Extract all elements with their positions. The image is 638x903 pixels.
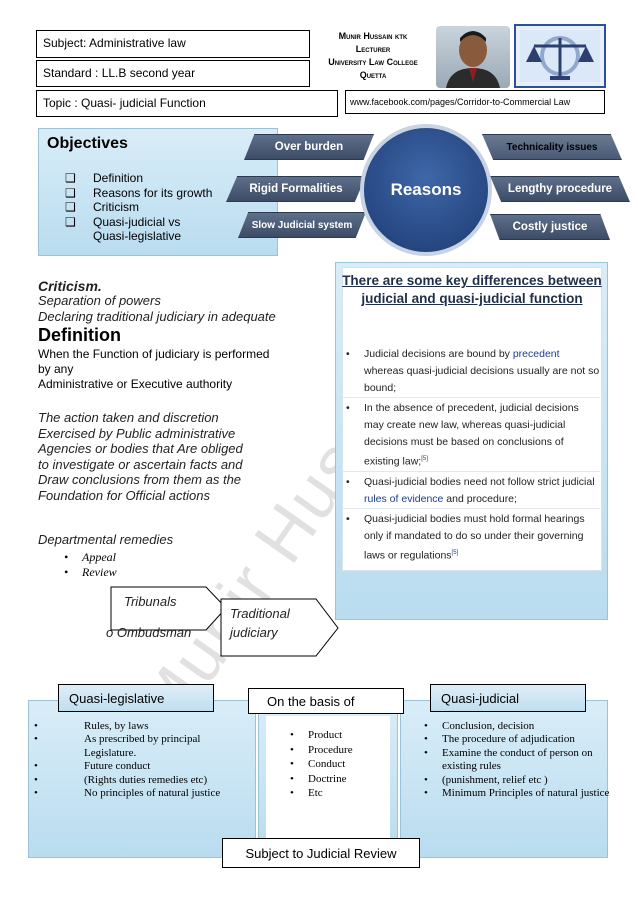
reason-technicality: Technicality issues: [482, 134, 622, 160]
criticism-line: Declaring traditional judiciary in adequ…: [38, 309, 276, 324]
action-line: to investigate or ascertain facts and: [38, 456, 243, 472]
remedy-item: Appeal: [60, 550, 117, 565]
author-photo: [436, 26, 510, 88]
tribunals-label: Tribunals: [124, 594, 177, 609]
person-icon: [446, 31, 500, 88]
basis-item: Procedure: [286, 743, 353, 758]
subject-label: Subject: Administrative law: [43, 36, 186, 50]
objective-item: Definition: [59, 171, 259, 186]
traditional-label: Traditional judiciary: [230, 604, 290, 642]
basis-list: Product Procedure Conduct Doctrine Etc: [286, 728, 353, 801]
reason-lengthy-procedure: Lengthy procedure: [490, 176, 630, 202]
legislative-note: (Rights duties remedies etc): [30, 774, 252, 788]
difference-item: Judicial decisions are bound by preceden…: [342, 346, 600, 398]
quasi-legislative-label: Quasi-legislative: [58, 684, 214, 712]
action-line: Foundation for Official actions: [38, 487, 210, 503]
basis-item: Conduct: [286, 757, 353, 772]
precedent-link[interactable]: precedent: [512, 348, 560, 360]
reasons-circle: Reasons: [360, 124, 492, 256]
action-line: Agencies or bodies that Are obliged: [38, 441, 243, 457]
ombudsman-label: o Ombudsman: [106, 625, 192, 640]
quasi-judicial-label: Quasi-judicial: [430, 684, 586, 712]
reason-slow-judicial: Slow Judicial system: [238, 212, 366, 238]
objectives-title: Objectives: [47, 135, 128, 152]
author-block: Munir Hussain ktk Lecturer University La…: [312, 30, 434, 82]
rules-of-evidence-link[interactable]: rules of evidence: [364, 492, 444, 505]
differences-list: Judicial decisions are bound by preceden…: [342, 346, 600, 564]
reason-rigid-formalities: Rigid Formalities: [226, 176, 366, 202]
basis-item: Doctrine: [286, 772, 353, 787]
scales-logo: [514, 24, 606, 88]
author-name: Munir Hussain ktk: [338, 31, 408, 41]
objectives-list: Definition Reasons for its growth Critic…: [59, 171, 259, 244]
legislative-item: Rules, by laws: [30, 720, 252, 734]
reasons-label: Reasons: [390, 180, 462, 199]
facebook-url[interactable]: www.facebook.com/pages/Corridor-to-Comme…: [350, 97, 571, 107]
traditional-arrow-shape: [220, 598, 339, 657]
difference-item: Quasi-judicial bodies need not follow st…: [342, 474, 600, 509]
tribunals-shape: [110, 586, 228, 656]
definition-line: When the Function of judiciary is perfor…: [38, 347, 270, 361]
objective-item: Quasi-judicial vs: [59, 215, 259, 230]
traditional-shape: [220, 598, 340, 658]
remedy-item: Review: [60, 565, 117, 580]
remedies-list: Appeal Review: [60, 550, 117, 580]
legislative-item: No principles of natural justice: [30, 787, 252, 801]
basis-item: Product: [286, 728, 353, 743]
criticism-heading: Criticism.: [38, 278, 102, 294]
action-line: The action taken and discretion: [38, 410, 219, 425]
objective-item: Reasons for its growth: [59, 186, 259, 201]
objectives-panel: Objectives Definition Reasons for its gr…: [38, 128, 278, 256]
judicial-item: Examine the conduct of person on existin…: [420, 747, 616, 774]
legislative-item: As prescribed by principal Legislature.: [30, 733, 252, 760]
judicial-item: Conclusion, decision: [420, 720, 616, 734]
standard-label: Standard : LL.B second year: [43, 66, 196, 80]
basis-item: Etc: [286, 786, 353, 801]
differences-title: There are some key differences between j…: [342, 273, 602, 306]
topic-box: Topic : Quasi- judicial Function: [36, 90, 338, 117]
legislative-item: Future conduct: [30, 760, 252, 774]
basis-label: On the basis of: [248, 688, 404, 714]
judicial-note: (punishment, relief etc ): [420, 774, 616, 788]
definition-heading: Definition: [38, 325, 121, 345]
subject-box: Subject: Administrative law: [36, 30, 310, 58]
reason-costly-justice: Costly justice: [490, 214, 610, 240]
definition-text: When the Function of judiciary is perfor…: [38, 347, 328, 392]
author-dept: University Law College: [328, 57, 418, 67]
definition-line: Administrative or Executive authority: [38, 377, 233, 391]
objective-item: Quasi-legislative: [93, 229, 182, 244]
author-city: Quetta: [359, 70, 387, 80]
definition-line: by any: [38, 362, 74, 376]
traditional-line: judiciary: [230, 625, 278, 640]
judicial-review-label: Subject to Judicial Review: [245, 846, 397, 861]
quasi-judicial-list: Conclusion, decision The procedure of ad…: [420, 720, 616, 801]
facebook-url-box: www.facebook.com/pages/Corridor-to-Comme…: [345, 90, 605, 114]
judicial-review-box: Subject to Judicial Review: [222, 838, 420, 868]
difference-item: Quasi-judicial bodies must hold formal h…: [342, 511, 600, 565]
scales-of-justice-icon: [520, 30, 600, 82]
difference-item: In the absence of precedent, judicial de…: [342, 400, 600, 472]
action-line: Draw conclusions from them as the: [38, 472, 242, 488]
action-line: Exercised by Public administrative: [38, 425, 236, 441]
traditional-line: Traditional: [230, 606, 290, 621]
action-text: The action taken and discretion Exercise…: [38, 410, 332, 504]
citation-ref[interactable]: [5]: [421, 456, 428, 462]
tribunals-arrow-shape: [110, 586, 227, 631]
objective-item: Criticism: [59, 200, 259, 215]
judicial-item: Minimum Principles of natural justice: [420, 787, 616, 801]
reason-over-burden: Over burden: [244, 134, 374, 160]
judicial-item: The procedure of adjudication: [420, 733, 616, 747]
remedies-heading: Departmental remedies: [38, 532, 174, 547]
author-title: Lecturer: [355, 44, 391, 54]
topic-label: Topic : Quasi- judicial Function: [43, 96, 206, 110]
criticism-line: Separation of powers: [38, 293, 161, 308]
citation-ref[interactable]: [5]: [451, 549, 459, 556]
standard-box: Standard : LL.B second year: [36, 60, 310, 87]
quasi-legislative-list: Rules, by laws As prescribed by principa…: [30, 720, 252, 801]
